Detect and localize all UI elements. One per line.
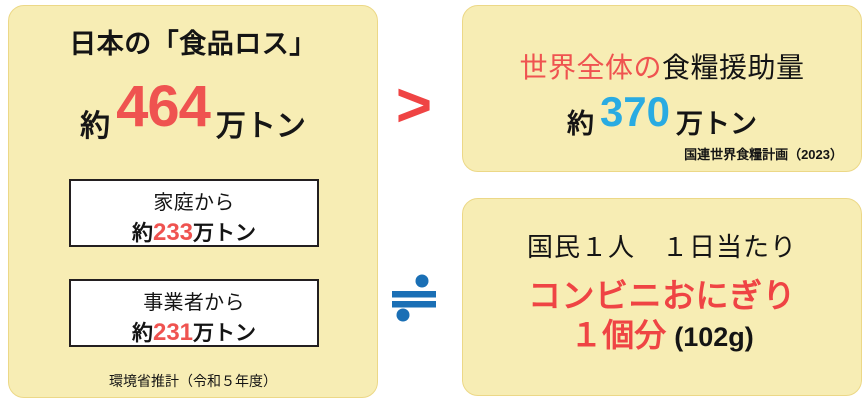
breakdown-box-business: 事業者から 約231万トン xyxy=(69,279,319,347)
approximately-equal-icon xyxy=(386,268,442,324)
amount-number: 464 xyxy=(116,74,211,139)
page-title: 日本の「食品ロス」 xyxy=(69,29,317,59)
amount-prefix: 約 xyxy=(566,109,594,139)
amount-prefix: 約 xyxy=(80,110,111,143)
breakdown-amount-number: 233 xyxy=(152,219,194,246)
breakdown-source-label: 家庭から xyxy=(153,192,235,214)
heading-highlight: 世界全体の xyxy=(519,52,662,83)
breakdown-amount-prefix: 約 xyxy=(131,322,153,345)
amount-unit: 万トン xyxy=(215,110,306,143)
breakdown-amount-unit: 万トン xyxy=(193,322,257,345)
breakdown-box-household: 家庭から 約233万トン xyxy=(69,179,319,247)
breakdown-amount-prefix: 約 xyxy=(131,222,153,245)
amount-unit: 万トン xyxy=(676,109,758,139)
left-card-source-footnote: 環境省推計（令和５年度） xyxy=(109,373,277,389)
onigiri-quantity-row: １個分(102g) xyxy=(463,319,861,351)
onigiri-quantity: １個分 xyxy=(570,317,667,353)
onigiri-label: コンビニおにぎり xyxy=(528,277,796,314)
breakdown-source-label: 事業者から xyxy=(143,292,245,314)
breakdown-amount: 約231万トン xyxy=(71,317,317,347)
world-food-aid-source-footnote: 国連世界食糧計画（2023） xyxy=(684,147,843,162)
world-food-aid-heading: 世界全体の食糧援助量 xyxy=(463,46,861,86)
heading-rest: 食糧援助量 xyxy=(662,52,805,83)
breakdown-amount: 約233万トン xyxy=(71,217,317,247)
breakdown-amount-unit: 万トン xyxy=(193,222,257,245)
greater-than-icon: > xyxy=(395,71,433,140)
per-person-heading: 国民１人 １日当たり xyxy=(526,232,797,262)
breakdown-amount-number: 231 xyxy=(152,319,194,346)
amount-number: 370 xyxy=(599,88,671,135)
per-person-equivalent-card: 国民１人 １日当たり コンビニおにぎり １個分(102g) xyxy=(462,198,862,396)
onigiri-weight: (102g) xyxy=(674,322,754,352)
